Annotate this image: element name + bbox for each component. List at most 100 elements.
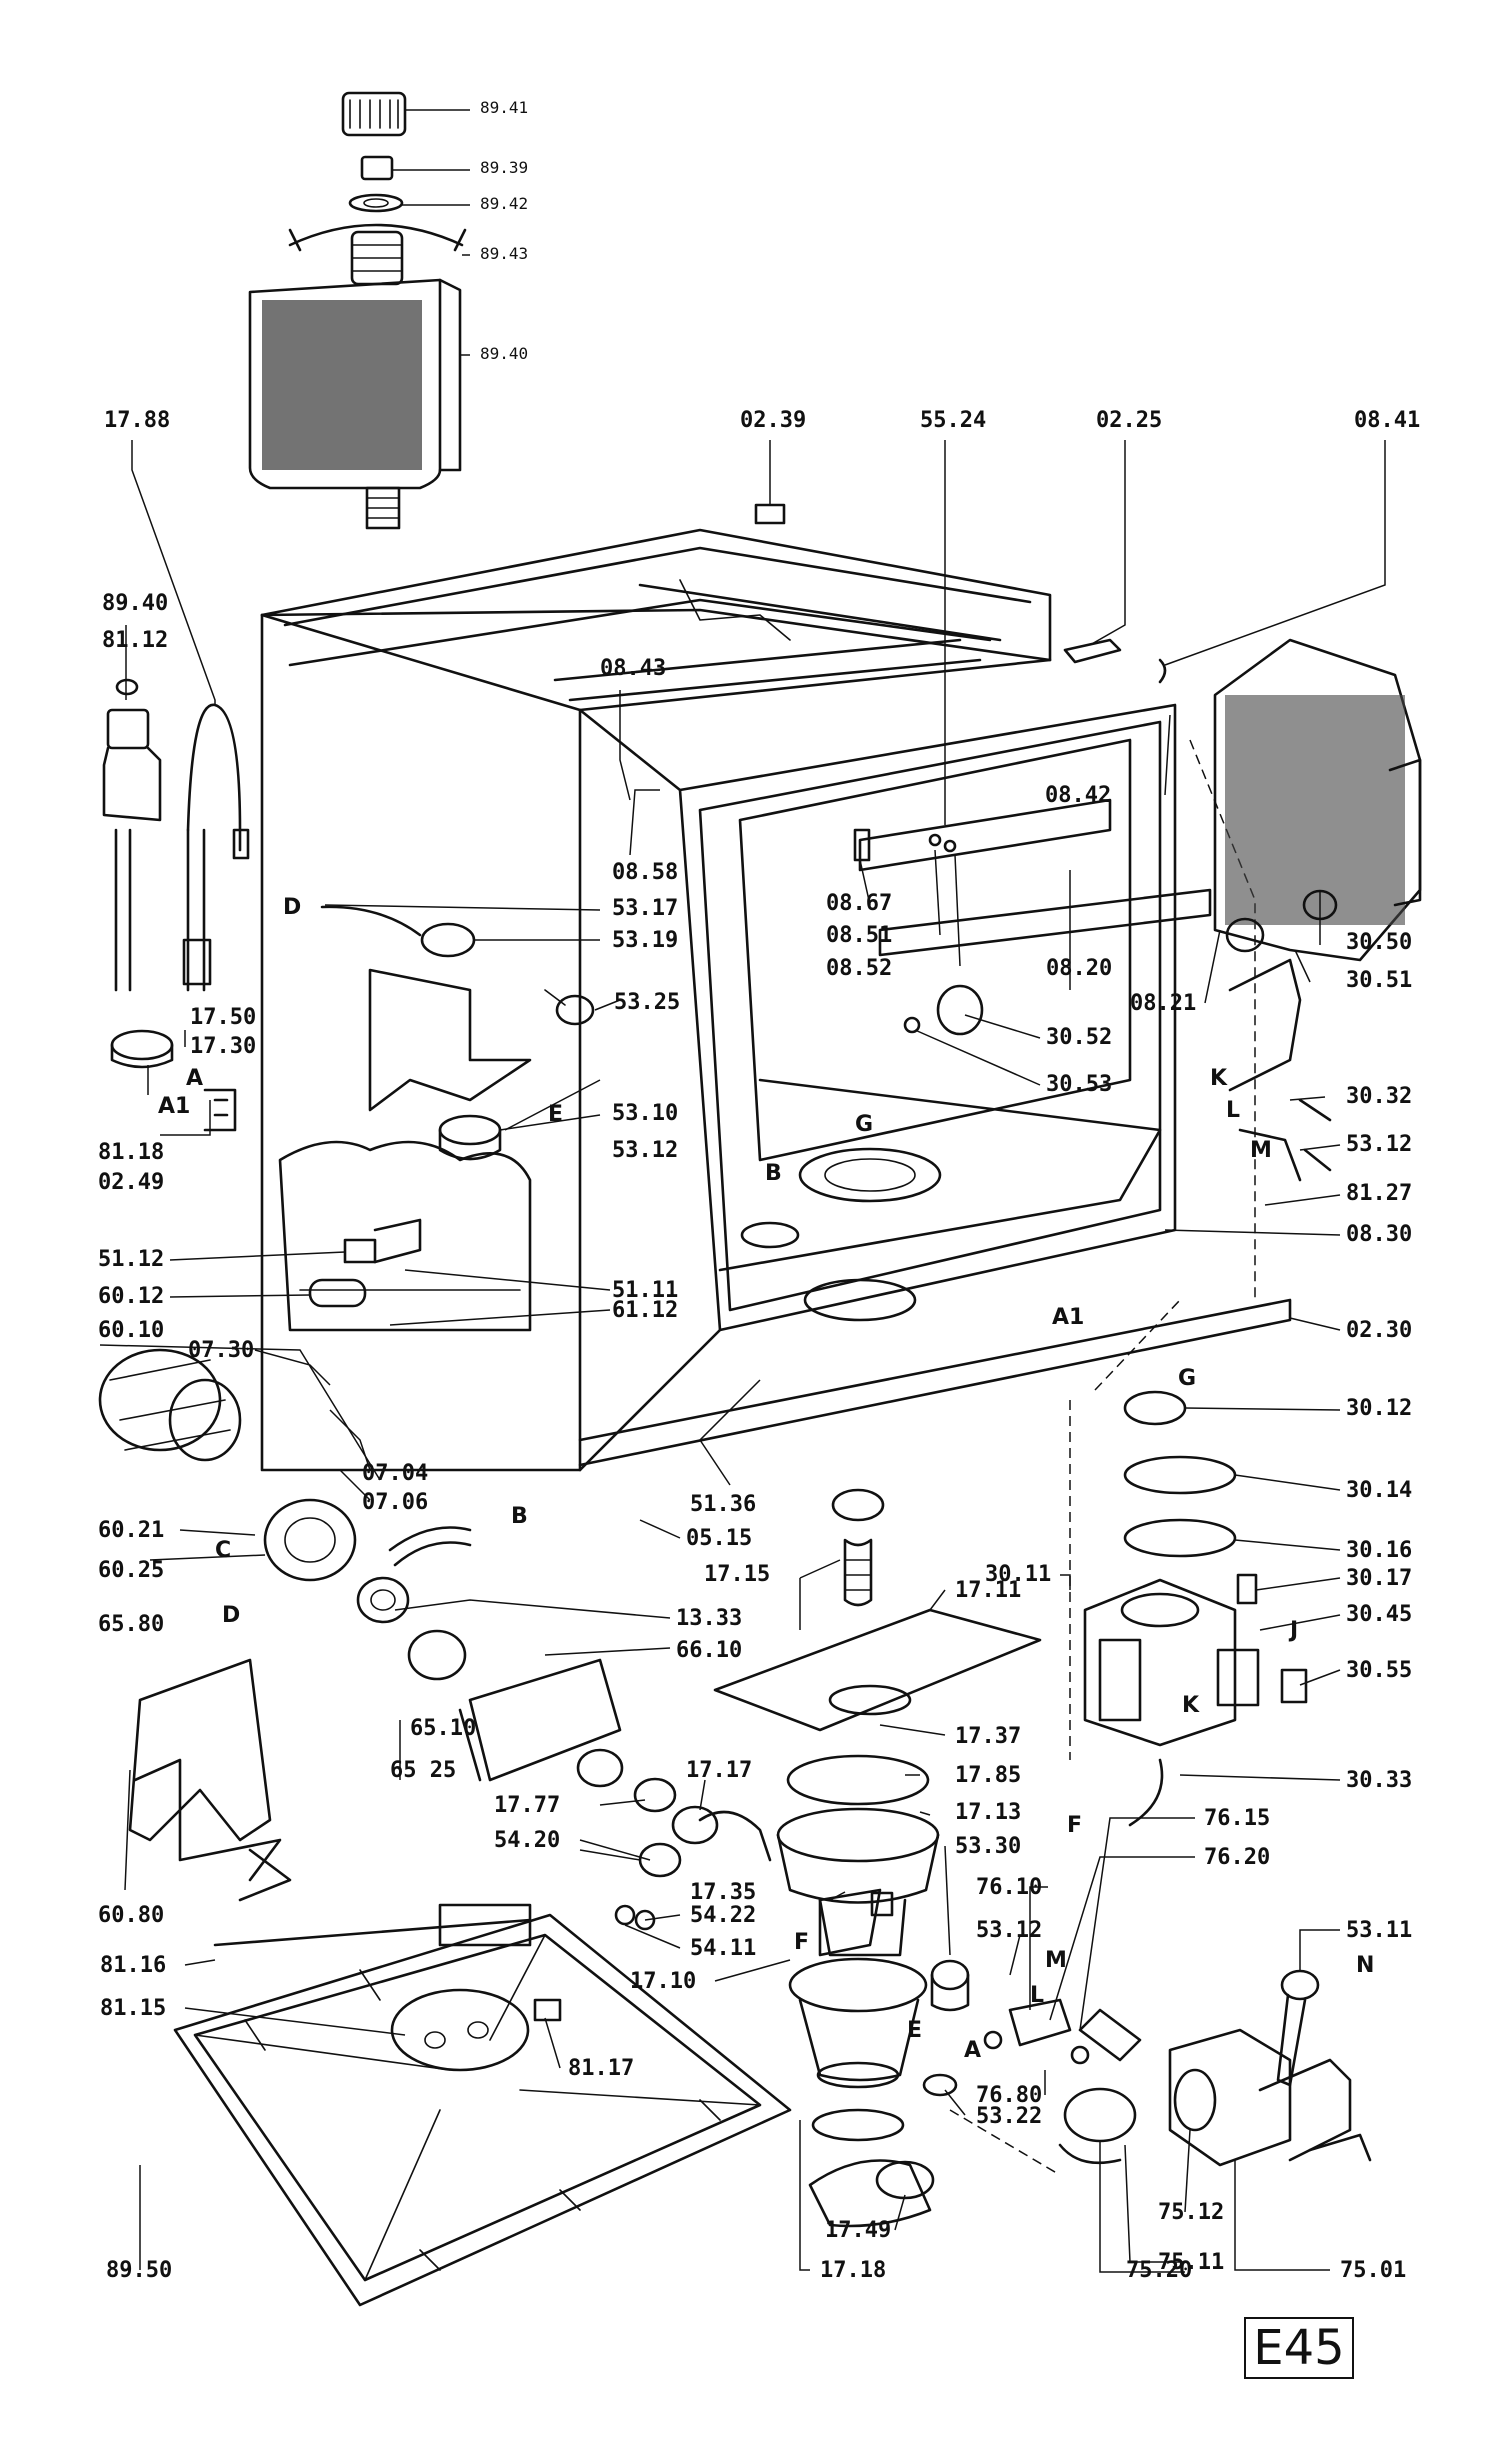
part-label: 02.39	[740, 408, 807, 433]
leader-lines	[99, 109, 1386, 2273]
ref-letter: M	[1250, 1138, 1272, 1163]
ref-letter: G	[855, 1112, 874, 1137]
part-label: 60.25	[98, 1558, 165, 1583]
part-label: 53.22	[976, 2104, 1043, 2129]
part-label: 81.12	[102, 628, 169, 653]
part-label: 08.67	[826, 891, 893, 916]
part-label: 51.36	[690, 1492, 757, 1517]
part-label: 54.20	[494, 1828, 561, 1853]
ref-letter: L	[1030, 1983, 1045, 2008]
ref-letter: J	[1290, 1618, 1299, 1643]
part-label: 51.11	[612, 1278, 679, 1303]
part-label: 17.37	[955, 1724, 1022, 1749]
part-label: 51.12	[98, 1247, 165, 1272]
part-label: 07.06	[362, 1490, 429, 1515]
ref-letter: E	[548, 1102, 564, 1127]
part-label: 30.32	[1346, 1084, 1413, 1109]
ref-letter: L	[1226, 1098, 1241, 1123]
part-label: 81.17	[568, 2056, 635, 2081]
cabinet-frame	[260, 503, 1292, 1472]
part-label: 53.19	[612, 928, 679, 953]
part-label: 76.20	[1204, 1845, 1271, 1870]
part-label: 30.52	[1046, 1025, 1113, 1050]
ref-letter: A	[186, 1066, 204, 1091]
part-label: 53.12	[612, 1138, 679, 1163]
part-label: 89.40	[102, 591, 169, 616]
part-label: 08.51	[826, 923, 893, 948]
part-label: 17.50	[190, 1005, 257, 1030]
part-label: 65 25	[390, 1758, 457, 1783]
part-label: 30.51	[1346, 968, 1413, 993]
part-label: 17.30	[190, 1034, 257, 1059]
part-label: 17.85	[955, 1763, 1022, 1788]
part-label: 17.77	[494, 1793, 561, 1818]
part-label: 17.35	[690, 1880, 757, 1905]
part-label: 17.49	[825, 2218, 892, 2243]
part-label: 08.42	[1045, 783, 1112, 808]
part-label: 89.42	[480, 194, 529, 213]
part-label: 81.27	[1346, 1181, 1413, 1206]
motor-pump-assembly	[98, 1348, 624, 1902]
part-label: 65.80	[98, 1612, 165, 1637]
part-label: 89.40	[480, 344, 529, 363]
part-label: 61.12	[612, 1298, 679, 1323]
part-label: 76.80	[976, 2083, 1043, 2108]
part-label: 17.13	[955, 1800, 1022, 1825]
part-label: 53.11	[1346, 1918, 1413, 1943]
part-label: 30.33	[1346, 1768, 1413, 1793]
ref-letter: F	[1067, 1813, 1083, 1838]
part-label: 53.12	[976, 1918, 1043, 1943]
ref-letter: N	[1356, 1953, 1375, 1978]
ref-letter: C	[215, 1538, 232, 1563]
part-label: 13.33	[676, 1606, 743, 1631]
part-label: 75.12	[1158, 2200, 1225, 2225]
part-label: 05.15	[686, 1526, 753, 1551]
part-label: 30.17	[1346, 1566, 1413, 1591]
sump-assembly	[614, 1488, 1042, 2228]
part-label: 30.53	[1046, 1072, 1113, 1097]
ref-letter: B	[765, 1161, 782, 1186]
page-code-box: E45	[1244, 2317, 1354, 2379]
part-label: 07.04	[362, 1461, 429, 1486]
part-label: 30.16	[1346, 1538, 1413, 1563]
part-label: 30.50	[1346, 930, 1413, 955]
softener-assembly	[248, 91, 467, 530]
part-label: 02.25	[1096, 408, 1163, 433]
part-label: 75.20	[1126, 2258, 1193, 2283]
ref-letter: D	[222, 1603, 241, 1628]
part-label: 66.10	[676, 1638, 743, 1663]
part-label: 08.58	[612, 860, 679, 885]
part-label: 60.80	[98, 1903, 165, 1928]
part-label: 76.10	[976, 1875, 1043, 1900]
ref-letter: A	[964, 2038, 982, 2063]
part-label: 89.39	[480, 158, 529, 177]
part-label: 60.10	[98, 1318, 165, 1343]
part-label: 17.17	[686, 1758, 753, 1783]
part-label: 81.18	[98, 1140, 165, 1165]
part-label: 60.12	[98, 1284, 165, 1309]
ref-letter: K	[1182, 1693, 1200, 1718]
part-label: 17.10	[630, 1969, 697, 1994]
door-panel	[1213, 638, 1422, 1182]
part-label: 53.12	[1346, 1132, 1413, 1157]
part-label: 53.17	[612, 896, 679, 921]
part-label: 07.30	[188, 1338, 255, 1363]
ref-letter: A1	[1052, 1305, 1085, 1330]
ref-letter: G	[1178, 1366, 1197, 1391]
part-label: 08.21	[1130, 991, 1197, 1016]
part-label: 89.43	[480, 244, 529, 263]
ref-letter: B	[511, 1504, 528, 1529]
part-label: 54.22	[690, 1903, 757, 1928]
part-label: 08.41	[1354, 408, 1421, 433]
part-label: 89.50	[106, 2258, 173, 2283]
ref-letter: M	[1045, 1948, 1067, 1973]
part-label: 81.16	[100, 1953, 167, 1978]
part-label: 60.21	[98, 1518, 165, 1543]
part-label: 89.41	[480, 98, 529, 117]
part-label: 30.45	[1346, 1602, 1413, 1627]
part-label: 65.10	[410, 1716, 477, 1741]
part-label: 17.88	[104, 408, 171, 433]
part-label: 08.20	[1046, 956, 1113, 981]
part-label: 53.10	[612, 1101, 679, 1126]
